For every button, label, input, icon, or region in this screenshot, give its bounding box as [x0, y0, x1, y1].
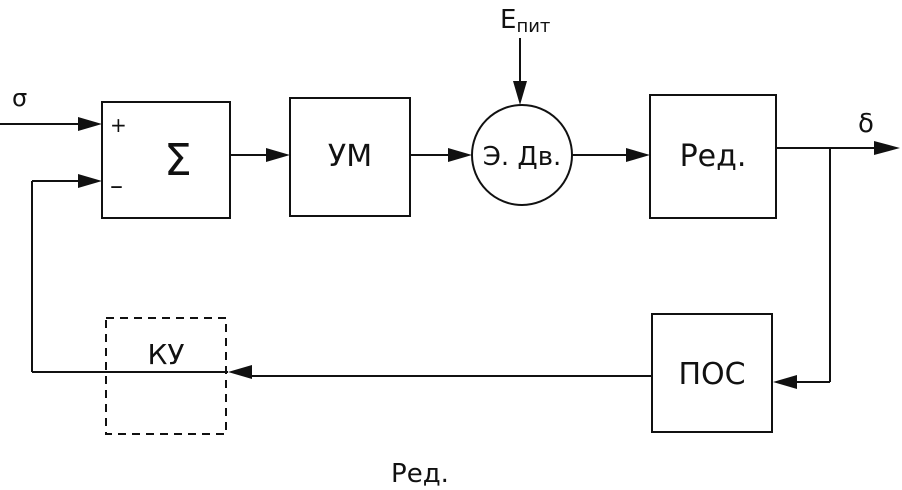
input-label: σ: [12, 84, 27, 112]
feedback-block: [651, 313, 773, 433]
reducer-label: Ред.: [680, 139, 747, 174]
correction-block: [105, 317, 227, 435]
supply-label-sub: пит: [516, 16, 550, 37]
plus-sign: +: [110, 113, 127, 137]
amplifier-block: [289, 97, 411, 217]
input-line: [0, 117, 102, 131]
reducer-block: [649, 94, 777, 219]
sum-to-amplifier-line: [230, 148, 290, 162]
return-line: [31, 174, 228, 373]
motor-label: Э. Дв.: [483, 142, 562, 172]
feedback-to-correction-line: [228, 365, 652, 379]
amplifier-label: УМ: [328, 139, 372, 174]
correction-label: КУ: [148, 338, 185, 371]
output-line: [776, 141, 900, 155]
sum-symbol: Σ: [164, 135, 192, 186]
minus-sign: –: [110, 171, 123, 201]
supply-label-main: Е: [500, 5, 516, 35]
feedback-branch-line: [773, 148, 831, 389]
feedback-label: ПОС: [678, 357, 745, 392]
figure-caption: Ред.: [391, 459, 449, 489]
output-label: δ: [858, 109, 874, 139]
supply-label: Епит: [500, 5, 550, 37]
sum-block: [101, 101, 231, 219]
supply-line: [513, 38, 527, 105]
motor-to-reducer-line: [572, 148, 650, 162]
amplifier-to-motor-line: [410, 148, 472, 162]
